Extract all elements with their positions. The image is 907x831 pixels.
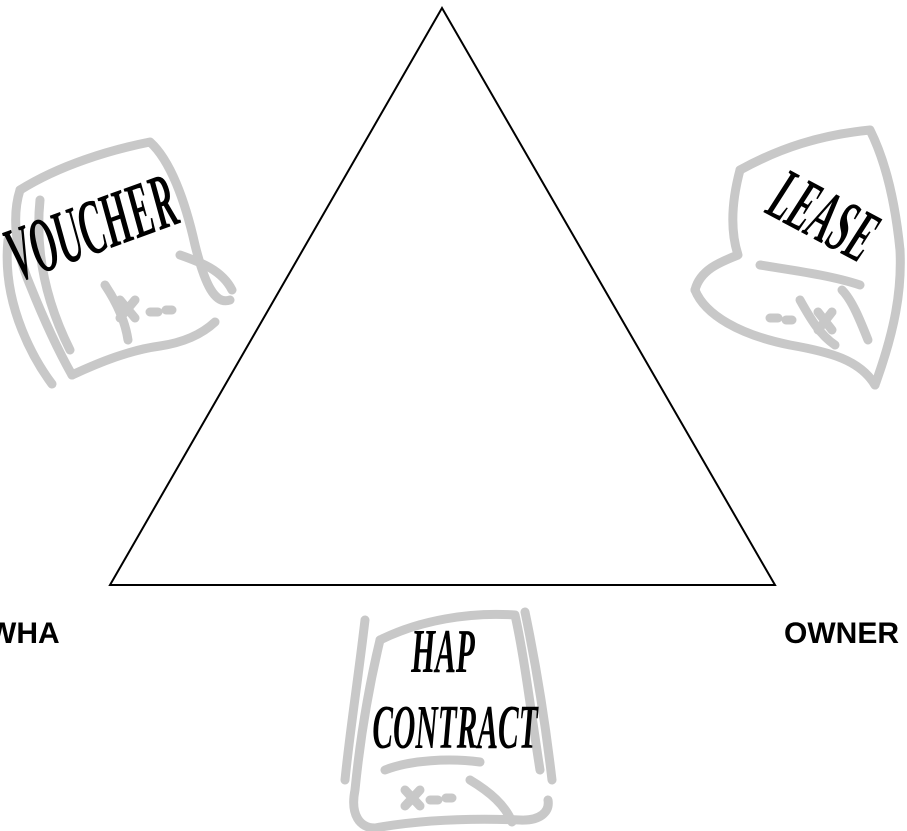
voucher-scroll-icon [2, 137, 237, 389]
voucher-document: VOUCHER [0, 137, 237, 389]
node-label-owner: OWNER [784, 617, 899, 650]
voucher-label: VOUCHER [0, 158, 189, 299]
hap-contract-document: HAP CONTRACT [340, 607, 557, 831]
relationship-triangle [108, 5, 777, 586]
contract-label: CONTRACT [372, 692, 539, 762]
hap-label: HAP [411, 616, 476, 686]
node-label-wha: WHA [0, 617, 60, 650]
lease-label: LEASE [755, 153, 892, 279]
lease-scroll-icon [690, 125, 905, 390]
hap-contract-scroll-icon [340, 607, 557, 831]
lease-document: LEASE [690, 125, 905, 390]
